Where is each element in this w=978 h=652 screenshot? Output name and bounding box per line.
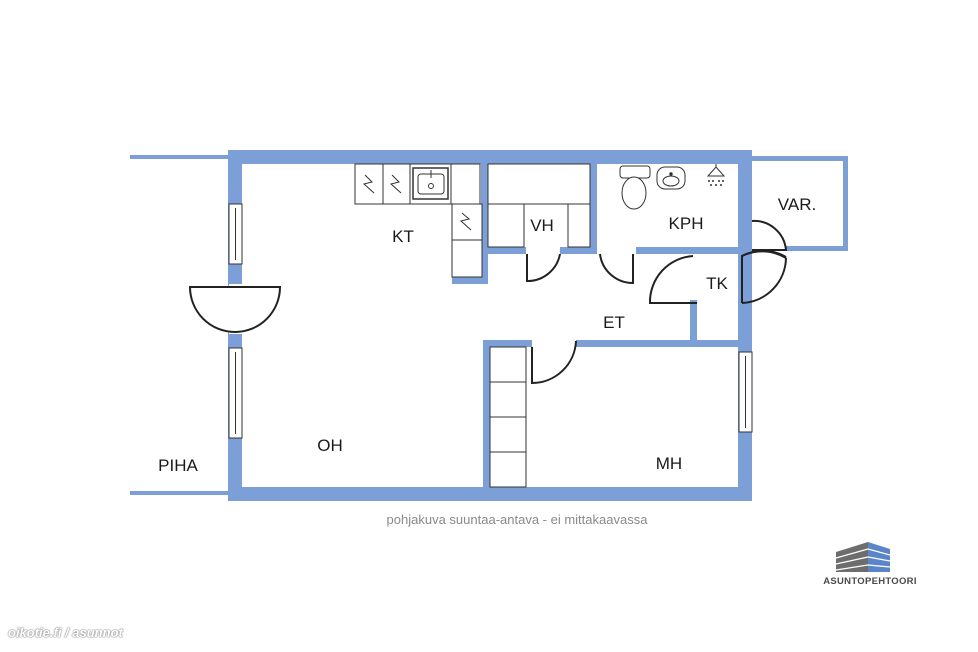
storage-door (751, 219, 788, 251)
room-label-tk: TK (706, 274, 728, 293)
wardrobe-fixtures (487, 163, 591, 248)
plan-caption: pohjakuva suuntaa-antava - ei mittakaava… (386, 512, 648, 527)
room-label-kph: KPH (669, 214, 704, 233)
interior-walls (452, 164, 739, 490)
kitchen-fixtures (354, 163, 483, 278)
room-label-vh: VH (530, 216, 554, 235)
building-logo-icon (835, 542, 891, 572)
room-labels: KT VH KPH VAR. TK ET OH MH PIHA (158, 195, 816, 475)
room-label-oh: OH (317, 436, 343, 455)
bedroom-closet (489, 346, 527, 488)
room-label-piha: PIHA (158, 456, 198, 475)
room-label-mh: MH (656, 454, 682, 473)
tk-door-right (741, 257, 787, 304)
interior-doors (526, 249, 787, 385)
room-label-et: ET (603, 313, 625, 332)
room-label-var: VAR. (778, 195, 816, 214)
patio-door (188, 284, 282, 334)
patio-lines (130, 155, 230, 495)
bathroom-fixtures (619, 164, 726, 210)
storage-walls (750, 156, 848, 251)
watermark: oikotie.fi / asunnot (8, 625, 123, 640)
brand-name: ASUNTOPEHTOORI (823, 576, 917, 587)
room-label-kt: KT (392, 227, 414, 246)
windows (228, 203, 753, 439)
